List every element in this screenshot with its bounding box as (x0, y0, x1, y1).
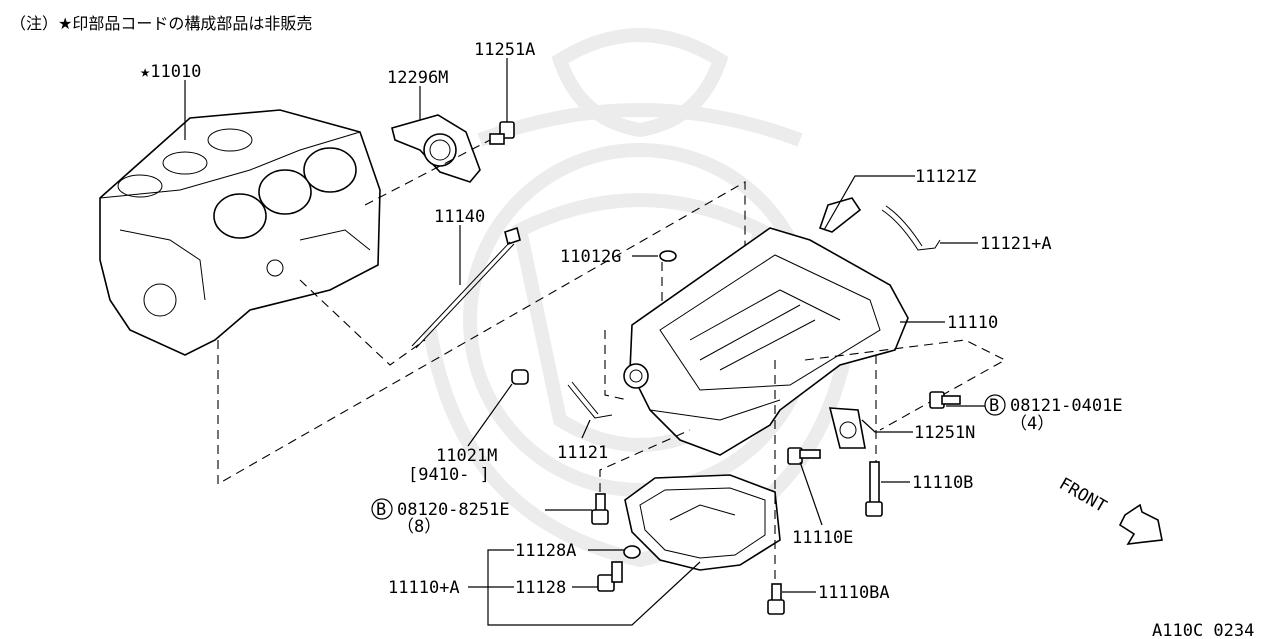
front-arrow-icon (1118, 503, 1163, 545)
rear-plate-12296M[interactable] (391, 114, 481, 183)
bolt-11110E[interactable] (787, 447, 821, 465)
label-12296M: 12296M (387, 68, 448, 88)
label-11121A: 11121+A (980, 234, 1052, 254)
label-11110BA: 11110BA (818, 583, 890, 603)
label-11121Z: 11121Z (915, 167, 976, 187)
upper-oil-pan-11110[interactable] (623, 227, 909, 456)
plug-11012G[interactable] (659, 250, 677, 262)
lower-oil-pan-11110A[interactable] (624, 474, 781, 571)
qty-08121-0401E: （4） (1010, 414, 1054, 434)
bolt-marker-b-right: B (984, 394, 1006, 416)
label-11021M: 11021M (436, 446, 497, 466)
label-11121: 11121 (557, 443, 608, 463)
label-11128: 11128 (515, 578, 566, 598)
diagram-code: A110C 0234 (1152, 621, 1254, 639)
bolt-11110BA[interactable] (767, 583, 785, 615)
label-11140: 11140 (434, 207, 485, 227)
bracket-11121Z[interactable] (818, 197, 862, 233)
cap-11021M[interactable] (511, 369, 529, 385)
label-11110plusA: 11110+A (388, 578, 460, 598)
cylinder-block-part[interactable] (99, 109, 381, 356)
oil-dipstick-11140[interactable] (411, 226, 521, 349)
label-11012G: 11012G (560, 247, 621, 267)
bolt-08120-8251E[interactable] (591, 493, 609, 525)
bracket-11251N[interactable] (828, 407, 866, 449)
bracket-11121A[interactable] (881, 205, 941, 251)
label-11110B: 11110B (912, 473, 973, 493)
bolt-08121-0401E[interactable] (929, 391, 961, 409)
bracket-11121[interactable] (567, 381, 613, 419)
bolt-marker-b-left: B (371, 498, 393, 520)
label-11110E: 11110E (792, 528, 853, 548)
qty-08120-8251E: （8） (397, 517, 441, 537)
washer-11128A[interactable] (623, 545, 641, 559)
label-11128A: 11128A (515, 541, 576, 561)
drain-plug-11128[interactable] (597, 561, 623, 592)
label-11251A: 11251A (474, 40, 535, 60)
label-11021M-range: [9410- ] (408, 465, 490, 485)
label-11251N: 11251N (914, 423, 975, 443)
label-08121-0401E: 08121-0401E (1010, 396, 1123, 416)
svg-text:B: B (989, 396, 999, 416)
label-08120-8251E: 08120-8251E (397, 500, 510, 520)
bolt-11110B[interactable] (865, 461, 883, 517)
label-11110: 11110 (947, 313, 998, 333)
bolt-11251A[interactable] (489, 121, 515, 145)
front-direction-label: FRONT (1056, 474, 1110, 517)
label-11010: ★11010 (140, 62, 201, 82)
svg-text:B: B (376, 500, 386, 520)
note-text: （注）★印部品コードの構成部品は非販売 (10, 14, 312, 33)
